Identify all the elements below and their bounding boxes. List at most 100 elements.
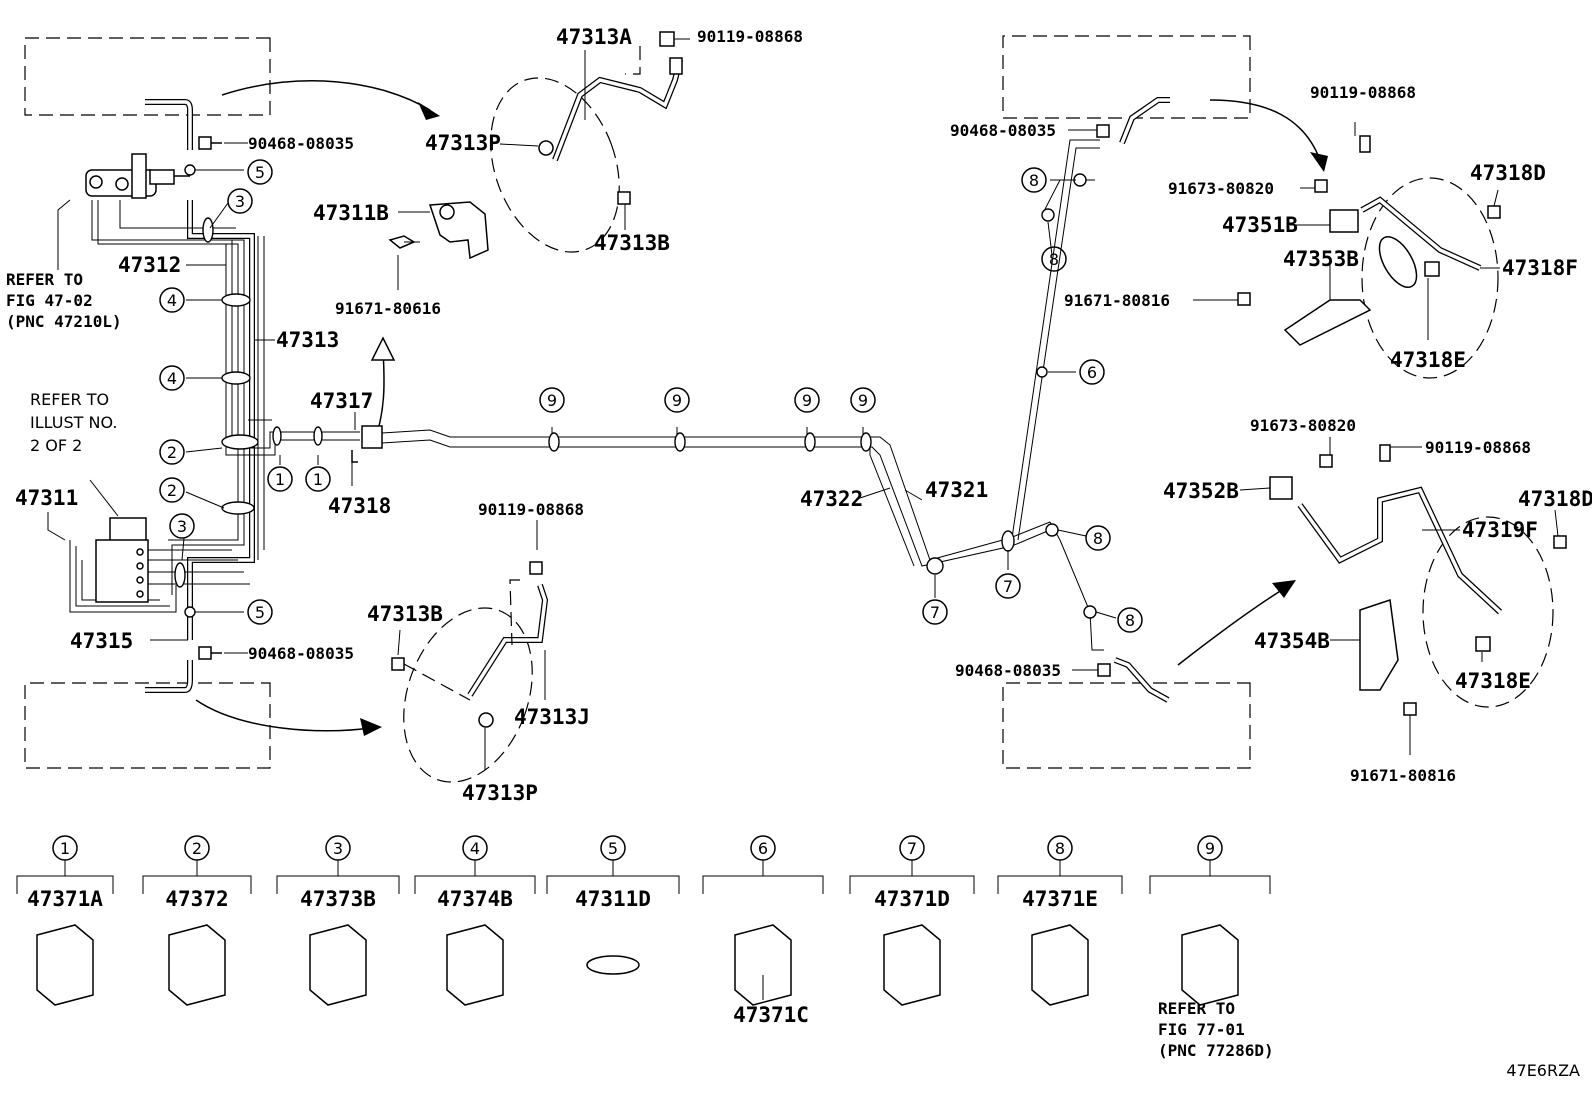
rear-upper-tube-end [1096, 97, 1170, 145]
legend-item-9: 9 [1149, 835, 1271, 1006]
joint-47318 [351, 425, 383, 463]
label-91671-br: 91671-80816 [1350, 766, 1456, 785]
callout-c8d: 8 [1117, 607, 1143, 633]
label-47318F: 47318F [1502, 256, 1578, 280]
legend-number: 5 [608, 839, 618, 858]
rear-lower-tube-end [1097, 657, 1170, 703]
label-90468-br: 90468-08035 [955, 661, 1061, 680]
label-90468-tl: 90468-08035 [248, 134, 354, 153]
svg-text:1: 1 [275, 470, 285, 489]
legend-number: 8 [1055, 839, 1065, 858]
legend-part-number: 47371D [874, 887, 950, 911]
label-47351B: 47351B [1222, 213, 1298, 237]
label-91673-br: 91673-80820 [1250, 416, 1356, 435]
legend-bracket [849, 860, 975, 894]
clip-drawing [586, 955, 640, 975]
clip-drawing [1181, 924, 1239, 1006]
rear-tubes [381, 139, 1104, 651]
note-refer-illust: REFER TO ILLUST NO. 2 OF 2 [30, 390, 117, 455]
legend-number: 6 [758, 839, 768, 858]
legend-part-number: 47371E [1022, 887, 1098, 911]
svg-text:9: 9 [858, 391, 868, 410]
svg-text:8: 8 [1125, 611, 1135, 630]
actuator-47311 [95, 517, 149, 603]
legend-number: 7 [907, 839, 917, 858]
label-47318E-tr: 47318E [1390, 348, 1466, 372]
svg-text:9: 9 [547, 391, 557, 410]
label-47313J: 47313J [514, 705, 590, 729]
callout-c9c: 9 [794, 387, 820, 413]
svg-text:8: 8 [1049, 250, 1059, 269]
legend-bracket [414, 860, 536, 894]
label-47317: 47317 [310, 389, 373, 413]
legend-item-8: 8 47371E [997, 835, 1123, 1006]
legend-bracket [546, 860, 680, 894]
svg-text:7: 7 [1003, 577, 1013, 596]
svg-text:9: 9 [672, 391, 682, 410]
svg-text:5: 5 [255, 163, 265, 182]
label-47321: 47321 [925, 478, 988, 502]
label-91671-80616: 91671-80616 [335, 299, 441, 318]
label-47318: 47318 [328, 494, 391, 518]
clip-drawing [883, 924, 941, 1006]
diagram-id: 47E6RZA [1506, 1061, 1580, 1080]
svg-text:ILLUST NO.: ILLUST NO. [30, 413, 117, 432]
svg-text:REFER TO: REFER TO [30, 390, 109, 409]
svg-text:8: 8 [1093, 529, 1103, 548]
clip-drawing [446, 924, 504, 1006]
svg-text:1: 1 [313, 470, 323, 489]
label-91671-tr: 91671-80816 [1064, 291, 1170, 310]
callout-circles: 5 3 4 4 2 2 3 1 1 5 9 9 9 9 7 7 8 8 6 8 … [159, 159, 1143, 633]
callout-c7b: 7 [995, 573, 1021, 599]
label-91673-tr: 91673-80820 [1168, 179, 1274, 198]
label-90119-top: 90119-08868 [697, 27, 803, 46]
label-47354B: 47354B [1254, 629, 1330, 653]
clip-drawing [309, 924, 367, 1006]
svg-text:2: 2 [167, 443, 177, 462]
legend-bracket [702, 860, 824, 894]
legend-sub-part-number: 47371C [733, 1003, 809, 1027]
leader-lines [47, 50, 1559, 770]
callout-c9d: 9 [850, 387, 876, 413]
svg-text:5: 5 [255, 603, 265, 622]
legend-number: 9 [1205, 839, 1215, 858]
label-90119-br: 90119-08868 [1425, 438, 1531, 457]
label-47318E-br: 47318E [1455, 669, 1531, 693]
callout-c1b: 1 [305, 466, 331, 492]
legend-bracket [997, 860, 1123, 894]
callout-c3a: 3 [227, 188, 253, 214]
callout-c4a: 4 [159, 287, 185, 313]
legend-item-7: 7 47371D [849, 835, 975, 1006]
svg-text:6: 6 [1087, 363, 1097, 382]
svg-text:4: 4 [167, 369, 177, 388]
label-47315: 47315 [70, 629, 133, 653]
svg-text:9: 9 [802, 391, 812, 410]
callout-c5b: 5 [247, 599, 273, 625]
label-47313P-top: 47313P [425, 131, 501, 155]
front-lower-tube-end [145, 646, 222, 693]
svg-text:4: 4 [167, 291, 177, 310]
legend-number: 3 [333, 839, 343, 858]
label-47313A: 47313A [556, 25, 632, 49]
svg-text:2: 2 [167, 481, 177, 500]
front-upper-tube-end [145, 99, 222, 150]
callout-c9a: 9 [539, 387, 565, 413]
note-refer-47-02: REFER TO FIG 47-02 (PNC 47210L) [6, 270, 122, 331]
callout-c8c: 8 [1085, 525, 1111, 551]
label-47322: 47322 [800, 487, 863, 511]
legend-number: 1 [60, 839, 70, 858]
legend-bracket [276, 860, 400, 894]
legend-part-number: 47311D [575, 887, 651, 911]
legend-number: 4 [470, 839, 480, 858]
callout-c6: 6 [1079, 359, 1105, 385]
svg-text:2 OF 2: 2 OF 2 [30, 436, 82, 455]
label-47318D-tr: 47318D [1470, 161, 1546, 185]
legend-item-3: 3 47373B [276, 835, 400, 1006]
clip-drawing [734, 924, 792, 1006]
legend-part-number: 47373B [300, 887, 376, 911]
